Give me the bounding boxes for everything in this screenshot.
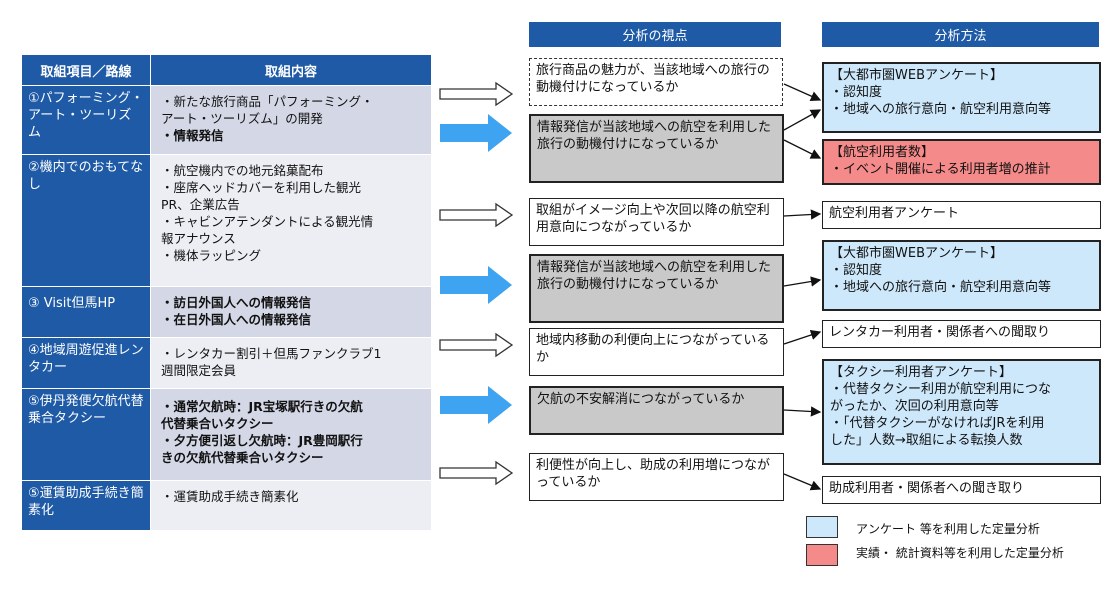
method-box-4: 【大都市圏WEBアンケート】 ・認知度 ・地域への旅行意向・航空利用意向等	[822, 240, 1101, 311]
blue-arrow-icon	[440, 114, 512, 152]
method-box-3: 航空利用者アンケート	[822, 201, 1101, 229]
viewpoint-box-2: 情報発信が当該地域への航空を利用した旅行の動機付けになっているか	[529, 114, 784, 183]
method-line: ・地域への旅行意向・航空利用意向等	[830, 102, 1052, 117]
method-line: ・代替タクシー利用が航空利用につな	[830, 382, 1052, 397]
content-line: ・キャビンアテンダントによる観光情	[161, 214, 374, 229]
content-line: ・訪日外国人への情報発信	[161, 295, 312, 310]
table-row-item-6: ⑤運賃助成手続き簡素化	[22, 481, 150, 530]
method-line: がったか、次回の利用意向等	[830, 399, 999, 414]
table-row-content-5: ・通常欠航時：JR宝塚駅行きの欠航 代替乗合いタクシー ・夕方便引返し欠航時：J…	[151, 389, 431, 480]
hollow-arrow-icon	[439, 460, 514, 486]
table-row-item-3: ③ Visit但馬HP	[22, 287, 150, 337]
content-line: ・航空機内での地元銘菓配布	[161, 163, 324, 178]
viewpoint-box-3: 取組がイメージ向上や次回以降の航空利用意向につながっているか	[529, 198, 784, 246]
connector-arrow	[783, 83, 822, 102]
content-line: 報アナウンス	[161, 231, 236, 246]
content-line: ・レンタカー割引＋但馬ファンクラブ1	[161, 346, 382, 361]
method-header: 分析方法	[822, 22, 1099, 47]
viewpoint-header: 分析の視点	[529, 22, 781, 47]
table-row-content-2: ・航空機内での地元銘菓配布 ・座席ヘッドカバーを利用した観光 PR、企業広告 ・…	[151, 155, 431, 286]
connector-arrow	[783, 406, 822, 417]
hollow-arrow-icon	[439, 202, 514, 228]
method-line: レンタカー利用者・関係者への聞取り	[829, 325, 1051, 340]
table-row-content-4: ・レンタカー割引＋但馬ファンクラブ1 週間限定会員	[151, 338, 431, 388]
content-line: アート・ツーリズム」の開発	[161, 111, 323, 126]
method-line: ・認知度	[830, 85, 883, 100]
content-line: きの欠航代替乗合いタクシー	[161, 450, 324, 465]
table-row-item-1: ①パフォーミング・アート・ツーリズム	[22, 86, 150, 154]
method-line: ・「代替タクシーがなければJRを利用	[830, 416, 1045, 431]
content-line: 週間限定会員	[161, 363, 237, 378]
method-box-2: 【航空利用者数】 ・イベント開催による利用者増の推計	[822, 139, 1101, 185]
legend-swatch-red	[806, 544, 838, 566]
hollow-arrow-icon	[439, 81, 514, 107]
connector-arrow	[783, 276, 822, 287]
connector-arrow	[783, 139, 822, 159]
viewpoint-box-6: 欠航の不安解消につながっているか	[529, 386, 784, 435]
viewpoint-box-1: 旅行商品の魅力が、当該地域への旅行の動機付けになっているか	[529, 58, 783, 106]
method-line: 【大都市圏WEBアンケート】	[830, 68, 1003, 83]
table-row-item-4: ④地域周遊促進レンタカー	[22, 338, 150, 388]
table-row-item-2: ②機内でのおもてなし	[22, 155, 150, 286]
table-header-item: 取組項目／路線	[22, 55, 150, 85]
method-line: ・認知度	[830, 263, 883, 278]
content-line: 代替乗合いタクシー	[161, 416, 274, 431]
content-line: ・機体ラッピング	[161, 248, 262, 263]
connector-arrow	[783, 473, 822, 491]
method-line: 【航空利用者数】	[830, 145, 935, 160]
viewpoint-box-5: 地域内移動の利便向上につながっているか	[529, 328, 784, 376]
content-line: ・通常欠航時：JR宝塚駅行きの欠航	[161, 399, 363, 414]
method-line: 【大都市圏WEBアンケート】	[830, 246, 1003, 261]
table-row-content-1: ・新たな旅行商品「パフォーミング・ アート・ツーリズム」の開発 ・情報発信	[151, 86, 431, 154]
content-line: ・在日外国人への情報発信	[161, 312, 312, 327]
connector-arrow	[783, 109, 822, 131]
table-header-content: 取組内容	[151, 55, 431, 85]
table-row-content-6: ・運賃助成手続き簡素化	[151, 481, 431, 530]
method-box-6: 【タクシー利用者アンケート】 ・代替タクシー利用が航空利用につな がったか、次回…	[822, 359, 1101, 465]
viewpoint-box-7: 利便性が向上し、助成の利用増につながっているか	[529, 453, 784, 501]
connector-arrow	[783, 329, 822, 345]
legend-label-red: 実績・ 統計資料等を利用した定量分析	[856, 546, 1064, 560]
method-line: 助成利用者・関係者への聞き取り	[829, 481, 1025, 496]
connector-arrow	[783, 209, 822, 220]
content-line: ・夕方便引返し欠航時：JR豊岡駅行	[161, 433, 363, 448]
hollow-arrow-icon	[439, 332, 514, 358]
legend-swatch-blue	[806, 516, 838, 538]
method-line: ・イベント開催による利用者増の推計	[830, 162, 1051, 177]
method-box-5: レンタカー利用者・関係者への聞取り	[822, 320, 1101, 348]
content-line: ・座席ヘッドカバーを利用した観光	[161, 180, 362, 195]
table-row-item-5: ⑤伊丹発便欠航代替乗合タクシー	[22, 389, 150, 480]
method-line: ・地域への旅行意向・航空利用意向等	[830, 280, 1052, 295]
content-line: ・情報発信	[161, 128, 224, 143]
legend-label-blue: アンケート 等を利用した定量分析	[856, 522, 1040, 536]
method-line: した」人数→取組による転換人数	[830, 433, 1023, 448]
blue-arrow-icon	[440, 386, 512, 424]
method-line: 【タクシー利用者アンケート】	[830, 365, 1013, 380]
method-line: 航空利用者アンケート	[829, 206, 960, 221]
content-line: ・運賃助成手続き簡素化	[161, 489, 299, 504]
content-line: PR、企業広告	[161, 197, 240, 212]
method-box-7: 助成利用者・関係者への聞き取り	[822, 476, 1101, 504]
method-box-1: 【大都市圏WEBアンケート】 ・認知度 ・地域への旅行意向・航空利用意向等	[822, 62, 1101, 133]
blue-arrow-icon	[440, 266, 512, 304]
table-row-content-3: ・訪日外国人への情報発信 ・在日外国人への情報発信	[151, 287, 431, 337]
content-line: ・新たな旅行商品「パフォーミング・	[161, 94, 374, 109]
viewpoint-box-4: 情報発信が当該地域への航空を利用した旅行の動機付けになっているか	[529, 254, 784, 323]
